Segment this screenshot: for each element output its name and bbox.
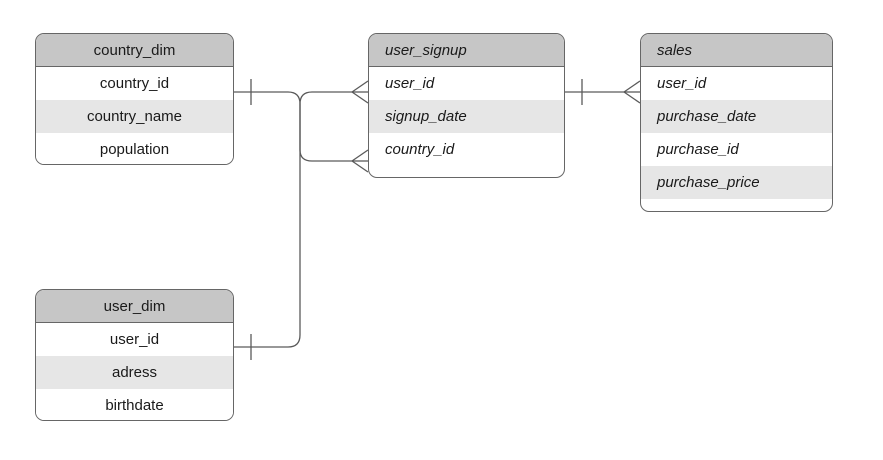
table-user-dim[interactable]: user_dim user_id adress birthdate: [35, 289, 234, 421]
table-user-signup[interactable]: user_signup user_id signup_date country_…: [368, 33, 565, 178]
connector-country-dim-to-user-signup: [234, 79, 352, 162]
crowsfoot-user-signup-country-id: [351, 149, 369, 173]
field-sales-purchase-id[interactable]: purchase_id: [641, 133, 832, 166]
table-title-sales: sales: [641, 34, 832, 67]
field-sales-purchase-price[interactable]: purchase_price: [641, 166, 832, 199]
field-user-signup-country-id[interactable]: country_id: [369, 133, 564, 166]
field-country-dim-country-name[interactable]: country_name: [36, 100, 233, 133]
table-sales[interactable]: sales user_id purchase_date purchase_id …: [640, 33, 833, 212]
table-title-user-dim: user_dim: [36, 290, 233, 323]
field-sales-purchase-date[interactable]: purchase_date: [641, 100, 832, 133]
connector-user-signup-to-sales: [565, 79, 641, 105]
table-country-dim[interactable]: country_dim country_id country_name popu…: [35, 33, 234, 165]
field-sales-user-id[interactable]: user_id: [641, 67, 832, 100]
field-user-dim-adress[interactable]: adress: [36, 356, 233, 389]
crowsfoot-user-signup-user-id: [351, 80, 369, 104]
table-title-user-signup: user_signup: [369, 34, 564, 67]
field-user-signup-signup-date[interactable]: signup_date: [369, 100, 564, 133]
field-user-dim-birthdate[interactable]: birthdate: [36, 389, 233, 420]
table-title-country-dim: country_dim: [36, 34, 233, 67]
field-country-dim-population[interactable]: population: [36, 133, 233, 164]
field-country-dim-country-id[interactable]: country_id: [36, 67, 233, 100]
connector-user-dim-to-user-signup: [234, 91, 352, 360]
field-user-signup-user-id[interactable]: user_id: [369, 67, 564, 100]
field-user-dim-user-id[interactable]: user_id: [36, 323, 233, 356]
